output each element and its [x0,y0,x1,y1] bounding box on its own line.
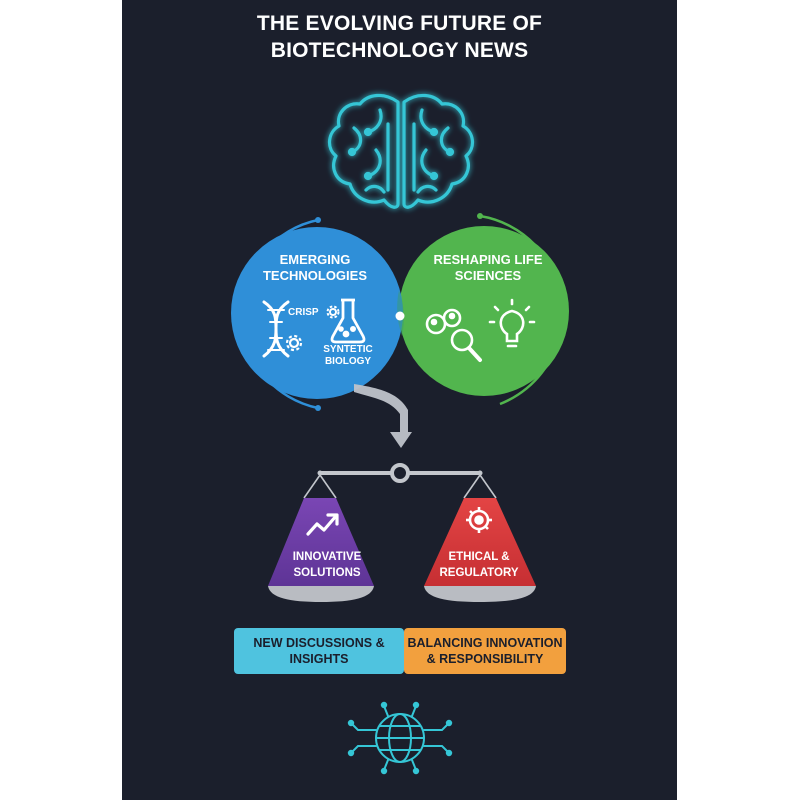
lightbulb-icon [488,298,536,348]
title-line-2: BIOTECHNOLOGY NEWS [270,39,529,62]
ethical-pan [424,498,536,586]
arc-dot [315,217,321,223]
flask-icon [330,298,366,344]
trend-arrow-icon [306,513,339,536]
pan-base [424,586,536,602]
gear-icon [285,334,303,352]
virus-icon [466,507,492,533]
pan-base [268,586,374,602]
innovative-solutions-label: INNOVATIVE SOLUTIONS [292,551,362,579]
down-arrow-icon [354,384,412,448]
gear-icon-small [326,305,340,319]
brain-icon [328,93,474,209]
arc-dot [477,213,483,219]
reshaping-life-sciences-title: RESHAPING LIFE SCIENCES [433,252,543,283]
ethical-regulatory-label: ETHICAL & REGULATORY [439,551,519,579]
innovative-pan [268,498,374,586]
arc-dot [315,405,321,411]
new-discussions-box: NEW DISCUSSIONS & INSIGHTS [234,628,404,674]
page-title: THE EVOLVING FUTURE OF BIOTECHNOLOGY NEW… [122,10,677,64]
microbes-magnifier-icon [425,308,482,362]
connector-dot [395,311,405,321]
balancing-innovation-text: BALANCING INNOVATION & RESPONSIBILITY [407,636,563,666]
crisp-label: CRISP [288,307,319,318]
reshaping-circle [399,226,569,396]
globe-circuit-icon [347,701,453,775]
emerging-circle [231,227,403,399]
new-discussions-text: NEW DISCUSSIONS & INSIGHTS [253,636,385,666]
emerging-technologies-title: EMERGING TECHNOLOGIES [262,252,367,283]
balancing-innovation-box: BALANCING INNOVATION & RESPONSIBILITY [404,628,566,674]
title-line-1: THE EVOLVING FUTURE OF [256,12,543,35]
diagram-art [231,93,569,775]
poster: THE EVOLVING FUTURE OF BIOTECHNOLOGY NEW… [122,0,677,800]
synthetic-biology-label: SYNTETIC BIOLOGY [323,344,373,367]
balance-scale [303,463,497,499]
dna-icon [262,300,290,358]
